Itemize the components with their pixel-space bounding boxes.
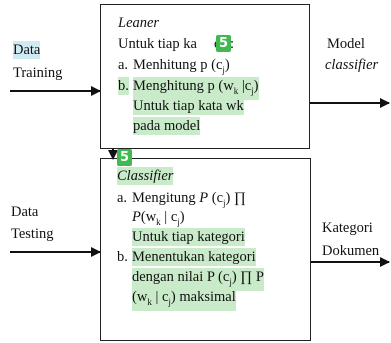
classifier-step-a-line3: Untuk tiap kategori bbox=[132, 228, 245, 246]
learner-step-b-marker: b. bbox=[118, 77, 129, 95]
learner-badge: 5 bbox=[216, 35, 231, 52]
category-label-line1: Kategori bbox=[322, 220, 373, 236]
classifier-step-b-line2: dengan nilai P (cj) ∏ P bbox=[132, 268, 264, 291]
model-label-line2: classifier bbox=[325, 57, 379, 73]
learner-step-b: Menghitung p (wk |cj) bbox=[133, 77, 259, 100]
classifier-step-a-line2: P(wk | cj) bbox=[132, 209, 185, 227]
learner-step-b-line2: Untuk tiap kata wk bbox=[133, 97, 244, 115]
model-label-line1: Model bbox=[327, 36, 365, 52]
classifier-step-b-marker: b. bbox=[117, 249, 128, 265]
learner-title: Leaner bbox=[118, 15, 160, 31]
classifier-step-a: Mengitung P (cj) ∏ bbox=[132, 190, 246, 208]
testing-label-line2: Testing bbox=[11, 226, 54, 242]
learner-step-a: Menhitung p (cj) bbox=[133, 57, 230, 75]
testing-label-line1: Data bbox=[11, 204, 39, 220]
learner-step-a-marker: a. bbox=[118, 57, 129, 73]
classifier-title: Classifier bbox=[117, 167, 174, 185]
classifier-badge: 5 bbox=[117, 149, 132, 166]
training-label-line2: Training bbox=[13, 65, 63, 81]
category-label-line2: Dokumen bbox=[322, 243, 380, 259]
training-label-line1: Data bbox=[13, 41, 41, 59]
classifier-box bbox=[100, 158, 311, 341]
classifier-step-b-line1: Menentukan kategori bbox=[132, 248, 256, 266]
classifier-step-b-line3: (wk | cj) maksimal bbox=[132, 288, 236, 311]
learner-step-b-line3: pada model bbox=[133, 117, 201, 135]
classifier-step-a-marker: a. bbox=[117, 190, 128, 206]
learner-box bbox=[100, 4, 310, 149]
